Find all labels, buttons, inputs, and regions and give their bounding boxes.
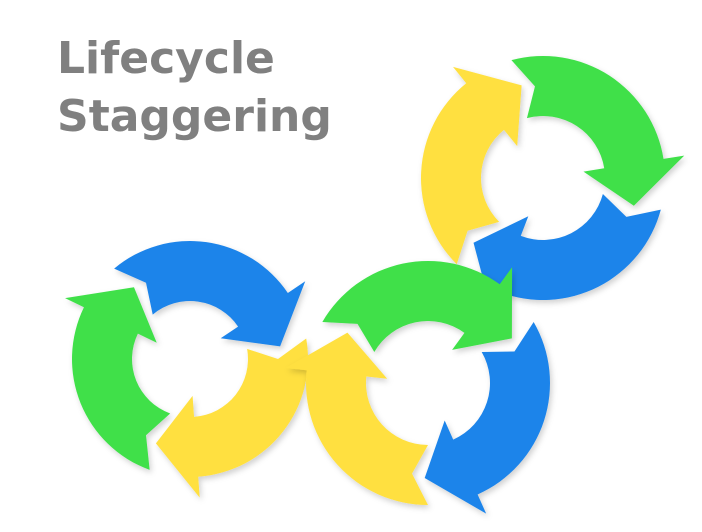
title-line-1: Lifecycle <box>57 33 275 84</box>
cycle-left <box>65 241 308 498</box>
cycle-center-blue-arrow <box>424 322 550 514</box>
cycle-center-yellow-arrow <box>285 332 428 505</box>
title-line-2: Staggering <box>57 91 332 143</box>
cycle-center-green-arrow <box>322 261 513 352</box>
cycle-left-yellow-arrow <box>155 338 308 498</box>
cycle-top-right-blue-arrow <box>473 194 661 312</box>
cycle-top-right <box>420 56 685 312</box>
page-title: Lifecycle Staggering <box>57 30 332 146</box>
cycle-left-green-arrow <box>65 287 171 470</box>
cycle-top-right-yellow-arrow <box>420 66 522 265</box>
cycle-left-blue-arrow <box>114 241 306 347</box>
cycle-center <box>285 261 550 514</box>
cycle-top-right-green-arrow <box>511 56 685 206</box>
